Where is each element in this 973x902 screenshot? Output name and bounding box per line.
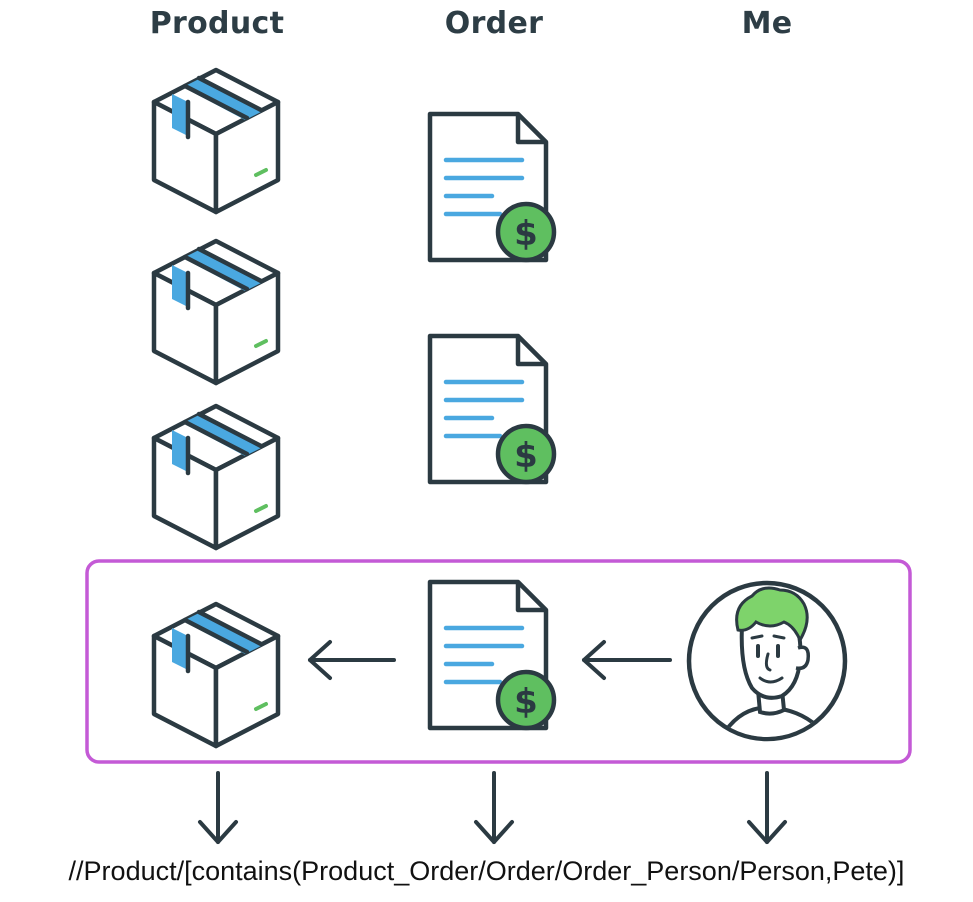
arrow-left-icon — [582, 640, 672, 680]
xpath-query: //Product/[contains(Product_Order/Order/… — [68, 856, 905, 886]
invoice-icon — [430, 582, 554, 728]
box-icon — [154, 61, 278, 212]
invoice-icon — [430, 114, 554, 260]
column-heading-me: Me — [741, 6, 793, 41]
arrow-down-icon — [198, 771, 238, 844]
highlight-frame — [85, 559, 912, 764]
box-icon — [154, 397, 278, 548]
arrow-down-icon — [747, 771, 787, 844]
arrow-down-icon — [474, 771, 514, 844]
invoice-icon — [430, 336, 554, 482]
column-heading-order: Order — [444, 6, 544, 41]
column-heading-product: Product — [149, 6, 285, 41]
box-icon — [154, 595, 278, 746]
box-icon — [154, 232, 278, 383]
arrow-left-icon — [308, 640, 396, 680]
person-avatar-icon — [686, 580, 848, 742]
